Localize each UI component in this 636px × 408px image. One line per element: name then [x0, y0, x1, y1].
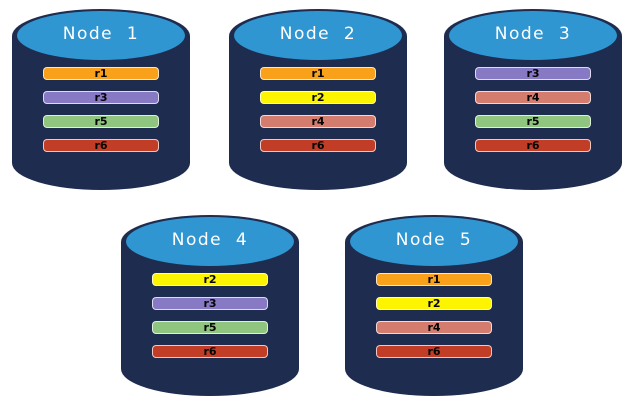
replica-bars: r2 r3 r5 r6	[152, 273, 268, 358]
replica-bar: r1	[376, 273, 492, 286]
replica-bar: r2	[376, 297, 492, 310]
node-cylinder-3: Node 3 r3 r4 r5 r6	[444, 9, 622, 190]
replica-label: r5	[526, 115, 540, 128]
replica-label: r3	[94, 91, 108, 104]
node-cylinder-5: Node 5 r1 r2 r4 r6	[345, 215, 523, 396]
replica-label: r3	[526, 67, 540, 80]
replica-bar: r6	[475, 139, 591, 152]
replica-bar: r5	[43, 115, 159, 128]
replica-bar: r6	[152, 345, 268, 358]
cylinder-top-ellipse: Node 1	[17, 11, 185, 60]
node-title: Node 5	[395, 229, 473, 250]
replica-label: r5	[203, 321, 217, 334]
replica-bar: r3	[152, 297, 268, 310]
replica-bar: r3	[43, 91, 159, 104]
replica-bar: r3	[475, 67, 591, 80]
node-cylinder-4: Node 4 r2 r3 r5 r6	[121, 215, 299, 396]
replica-bars: r1 r2 r4 r6	[376, 273, 492, 358]
cylinder-top-ellipse: Node 2	[234, 11, 402, 60]
replica-bar: r1	[43, 67, 159, 80]
replica-label: r5	[94, 115, 108, 128]
replica-bars: r1 r3 r5 r6	[43, 67, 159, 152]
replica-bar: r6	[260, 139, 376, 152]
replica-bar: r4	[475, 91, 591, 104]
replica-bar: r1	[260, 67, 376, 80]
replica-label: r6	[203, 345, 217, 358]
node-title: Node 3	[494, 23, 572, 44]
node-title: Node 2	[279, 23, 357, 44]
replica-bar: r2	[152, 273, 268, 286]
replica-label: r1	[94, 67, 108, 80]
node-cylinder-2: Node 2 r1 r2 r4 r6	[229, 9, 407, 190]
replica-bar: r5	[475, 115, 591, 128]
node-title: Node 4	[171, 229, 249, 250]
node-cylinder-1: Node 1 r1 r3 r5 r6	[12, 9, 190, 190]
replica-label: r6	[526, 139, 540, 152]
replica-bar: r4	[260, 115, 376, 128]
replica-label: r2	[311, 91, 325, 104]
replica-bars: r1 r2 r4 r6	[260, 67, 376, 152]
cylinder-top-ellipse: Node 5	[350, 217, 518, 266]
replica-label: r4	[311, 115, 325, 128]
replica-bar: r6	[43, 139, 159, 152]
replica-bar: r4	[376, 321, 492, 334]
replica-label: r1	[311, 67, 325, 80]
replica-label: r2	[203, 273, 217, 286]
replica-label: r4	[526, 91, 540, 104]
replica-bar: r6	[376, 345, 492, 358]
replica-label: r4	[427, 321, 441, 334]
replica-bar: r5	[152, 321, 268, 334]
replica-bar: r2	[260, 91, 376, 104]
replica-label: r2	[427, 297, 441, 310]
cylinder-top-ellipse: Node 4	[126, 217, 294, 266]
replica-label: r6	[427, 345, 441, 358]
node-title: Node 1	[62, 23, 140, 44]
replica-label: r1	[427, 273, 441, 286]
replica-bars: r3 r4 r5 r6	[475, 67, 591, 152]
replica-label: r3	[203, 297, 217, 310]
cylinder-top-ellipse: Node 3	[449, 11, 617, 60]
replica-label: r6	[311, 139, 325, 152]
replica-label: r6	[94, 139, 108, 152]
